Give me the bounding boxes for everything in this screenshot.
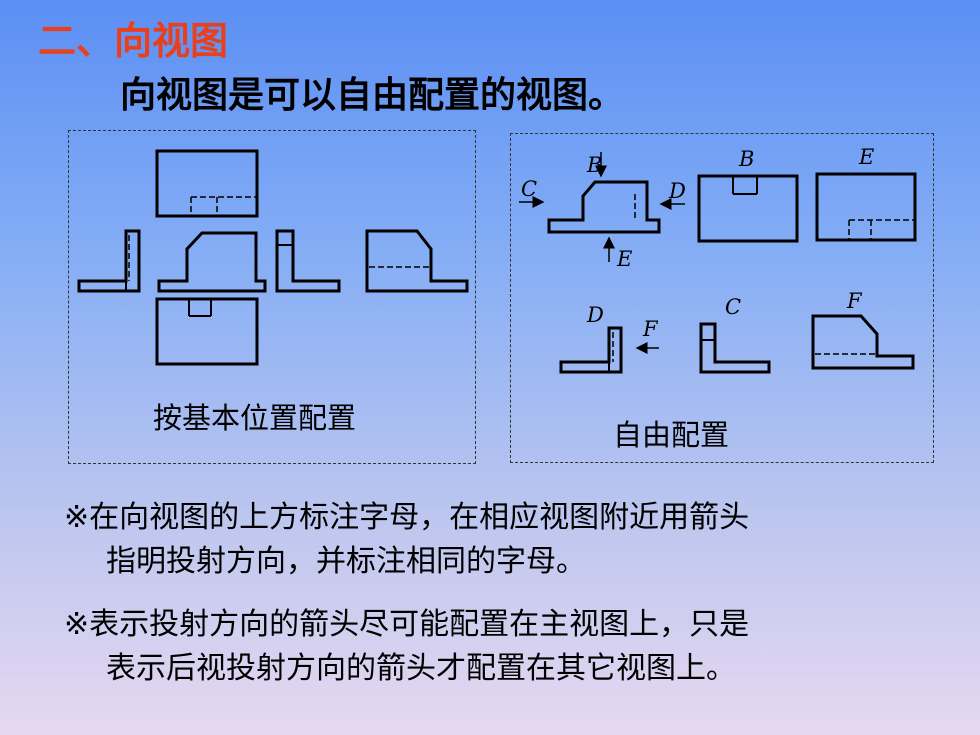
rear-view bbox=[365, 229, 469, 293]
note-2-line-2: 表示后视投射方向的箭头才配置在其它视图上。 bbox=[106, 651, 736, 686]
label-f-view: F bbox=[846, 289, 863, 313]
label-c-arrow: C bbox=[521, 177, 537, 201]
note-1-line-1: ※在向视图的上方标注字母，在相应视图附近用箭头 bbox=[64, 500, 750, 535]
note-2: ※表示投射方向的箭头尽可能配置在主视图上，只是 表示后视投射方向的箭头才配置在其… bbox=[64, 603, 749, 691]
label-d-view: D bbox=[586, 303, 604, 327]
view-d bbox=[559, 326, 623, 374]
free-front-view bbox=[547, 180, 661, 234]
right-view bbox=[77, 229, 141, 293]
free-views-drawing: B C D E B E D F C F bbox=[519, 145, 917, 374]
basic-views-drawing bbox=[77, 149, 469, 366]
basic-position-panel: 按基本位置配置 bbox=[68, 130, 476, 464]
basic-position-caption: 按基本位置配置 bbox=[153, 401, 357, 435]
view-e bbox=[815, 172, 917, 242]
label-c-view: C bbox=[725, 295, 741, 319]
label-e-view: E bbox=[858, 145, 874, 169]
label-b-view: B bbox=[738, 147, 754, 171]
top-view bbox=[155, 149, 259, 218]
view-f bbox=[811, 314, 915, 370]
label-e-arrow: E bbox=[616, 247, 632, 271]
free-arrangement-caption: 自由配置 bbox=[613, 418, 730, 452]
label-d-arrow: D bbox=[668, 179, 686, 203]
view-c bbox=[699, 322, 771, 374]
note-1: ※在向视图的上方标注字母，在相应视图附近用箭头 指明投射方向，并标注相同的字母。 bbox=[64, 496, 749, 584]
note-1-line-2: 指明投射方向，并标注相同的字母。 bbox=[106, 544, 586, 579]
label-f-arrow: F bbox=[642, 317, 659, 341]
front-view bbox=[157, 231, 267, 293]
free-arrangement-panel: B C D E B E D F C F 自由配置 bbox=[510, 133, 934, 463]
label-b-arrow: B bbox=[586, 153, 602, 177]
note-2-line-1: ※表示投射方向的箭头尽可能配置在主视图上，只是 bbox=[64, 607, 750, 642]
page-title: 二、向视图 bbox=[38, 19, 229, 63]
page-subtitle: 向视图是可以自由配置的视图。 bbox=[120, 75, 625, 116]
bottom-view bbox=[155, 297, 259, 366]
left-view bbox=[275, 229, 341, 293]
view-b bbox=[697, 174, 799, 243]
